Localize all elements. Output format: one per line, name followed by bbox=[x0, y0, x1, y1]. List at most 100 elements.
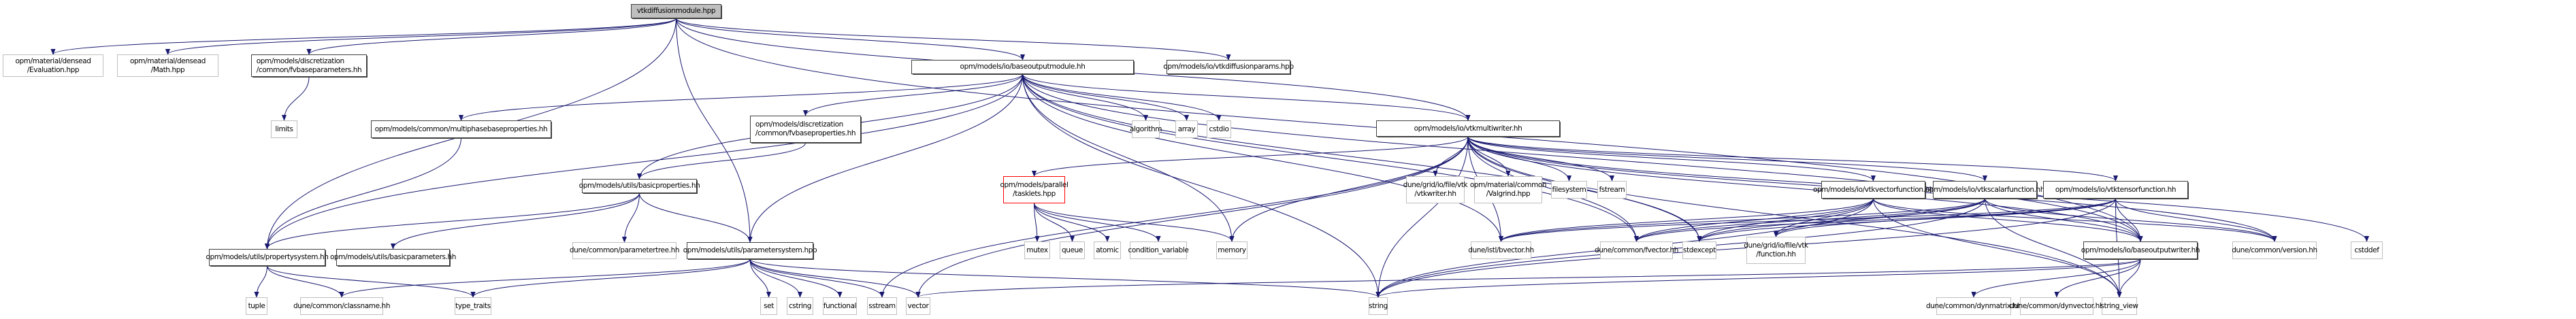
edge-baseoutputwriter-to-vector bbox=[915, 258, 2141, 298]
node-parametersystem[interactable]: opm/models/utils/parametersystem.hpp bbox=[683, 242, 817, 260]
edge-root-to-parametersystem bbox=[676, 18, 753, 243]
edge-vtkmultiwriter-to-sstream bbox=[879, 136, 1469, 298]
node-fvbaseproperties[interactable]: opm/models/discretization /common/fvbase… bbox=[750, 116, 862, 144]
edge-parametersystem-to-vector bbox=[749, 258, 921, 298]
edge-vtkscalar-to-version bbox=[1985, 198, 2277, 242]
node-baseoutputwriter[interactable]: opm/models/io/baseoutputwriter.hh bbox=[2081, 241, 2200, 260]
node-vtkwriter[interactable]: dune/grid/io/file/vtk /vtkwriter.hh bbox=[1403, 176, 1468, 203]
node-fstream[interactable]: fstream bbox=[1597, 181, 1627, 199]
edge-baseoutputmodule-to-fvector bbox=[1022, 73, 1640, 242]
edge-root-to-evaluation bbox=[50, 18, 676, 55]
node-mutex[interactable]: mutex bbox=[1024, 241, 1050, 259]
node-vtktensorfunction[interactable]: opm/models/io/vtktensorfunction.hh bbox=[2043, 181, 2189, 199]
edge-basicproperties-to-propertysystem bbox=[265, 192, 640, 250]
node-dynvector[interactable]: dune/common/dynvector.hh bbox=[2010, 297, 2104, 315]
node-memory[interactable]: memory bbox=[1216, 241, 1248, 259]
node-queue[interactable]: queue bbox=[1060, 241, 1085, 259]
node-dynmatrix[interactable]: dune/common/dynmatrix.hh bbox=[1926, 297, 2021, 315]
node-vector[interactable]: vector bbox=[906, 297, 930, 315]
edge-baseoutputmodule-to-algorithm bbox=[1022, 73, 1149, 121]
node-stdexcept[interactable]: stdexcept bbox=[1682, 241, 1716, 259]
edge-tasklets-to-memory bbox=[1034, 203, 1235, 242]
node-parametertree[interactable]: dune/common/parametertree.hh bbox=[570, 242, 680, 259]
edge-fvbaseprops-to-basicproperties bbox=[636, 142, 806, 180]
node-fvbaseparameters[interactable]: opm/models/discretization /common/fvbase… bbox=[251, 54, 368, 78]
node-set[interactable]: set bbox=[760, 297, 777, 315]
edge-baseoutputwriter-to-dynvector bbox=[2054, 258, 2141, 298]
node-propertysystem[interactable]: opm/models/utils/propertysystem.hh bbox=[206, 249, 329, 267]
node-vtkdiffusionmodule[interactable]: vtkdiffusionmodule.hpp bbox=[631, 4, 722, 19]
node-valgrind[interactable]: opm/material/common /Valgrind.hpp bbox=[1470, 176, 1547, 203]
node-condition-variable[interactable]: condition_variable bbox=[1128, 241, 1189, 259]
node-functional[interactable]: functional bbox=[823, 297, 857, 315]
edge-vtkmultiwriter-to-vtkscalar bbox=[1467, 136, 1987, 182]
edge-parametersystem-to-typetraits bbox=[470, 258, 751, 298]
edge-layer bbox=[50, 18, 2369, 298]
edge-baseoutputmodule-to-array bbox=[1022, 73, 1190, 121]
edge-vtkmultiwriter-to-stringview bbox=[1467, 136, 2122, 298]
edge-baseoutputmodule-to-memory bbox=[1022, 73, 1235, 242]
node-cstring[interactable]: cstring bbox=[787, 297, 813, 315]
node-tuple[interactable]: tuple bbox=[246, 297, 267, 315]
edge-parametersystem-to-sstream bbox=[749, 258, 885, 298]
edge-baseoutputmodule-to-stdexcept bbox=[1022, 73, 1702, 242]
node-vtkscalarfunction[interactable]: opm/models/io/vtkscalarfunction.hh bbox=[1925, 181, 2044, 199]
edge-basicproperties-to-parametertree bbox=[621, 192, 640, 243]
edge-parametersystem-to-cstring bbox=[749, 258, 803, 298]
edge-vtkmultiwriter-to-string bbox=[1375, 136, 1469, 298]
node-evaluation-hpp[interactable]: opm/material/densead /Evaluation.hpp bbox=[3, 54, 103, 77]
node-basicproperties[interactable]: opm/models/utils/basicproperties.hh bbox=[579, 179, 700, 194]
node-limits[interactable]: limits bbox=[271, 120, 297, 138]
node-baseoutputmodule[interactable]: opm/models/io/baseoutputmodule.hh bbox=[911, 60, 1135, 75]
edge-tasklets-to-atomic bbox=[1034, 203, 1110, 242]
edge-basicproperties-to-parametersystem bbox=[639, 192, 753, 243]
edge-vtkmultiwriter-to-vtktensor bbox=[1467, 136, 2118, 182]
node-sstream[interactable]: sstream bbox=[867, 297, 897, 315]
node-vtkdiffusionparams[interactable]: opm/models/io/vtkdiffusionparams.hpp bbox=[1163, 60, 1294, 75]
node-multiphasebaseproperties[interactable]: opm/models/common/multiphasebaseproperti… bbox=[371, 120, 552, 139]
edge-vtkscalar-to-baseoutputwriter bbox=[1985, 198, 2143, 242]
edge-baseoutputmodule-to-multiphase bbox=[459, 73, 1023, 121]
edge-vtktensor-to-baseoutputwriter bbox=[2115, 198, 2143, 242]
node-algorithm[interactable]: algorithm bbox=[1130, 120, 1162, 138]
edge-baseoutputmodule-to-vtkmultiwriter bbox=[1022, 73, 1471, 121]
node-array[interactable]: array bbox=[1175, 120, 1198, 138]
node-math-hpp[interactable]: opm/material/densead /Math.hpp bbox=[117, 54, 218, 77]
edge-baseoutputmodule-to-propertysystem bbox=[264, 73, 1023, 250]
edge-baseoutputwriter-to-stringview bbox=[2117, 258, 2141, 298]
node-type-traits[interactable]: type_traits bbox=[455, 297, 491, 315]
edge-vtktensor-to-bvector bbox=[1499, 198, 2116, 242]
edge-vtkscalar-to-bvector bbox=[1499, 198, 1985, 242]
node-fvector[interactable]: dune/common/fvector.hh bbox=[1595, 241, 1678, 259]
edge-propertysystem-to-typetraits bbox=[267, 265, 476, 298]
edge-vtkmultiwriter-to-tasklets bbox=[1032, 136, 1469, 177]
node-cstddef[interactable]: cstddef bbox=[2351, 241, 2383, 259]
edge-basicproperties-to-basicparameters bbox=[390, 192, 640, 250]
node-filesystem[interactable]: filesystem bbox=[1551, 181, 1587, 199]
edge-parametersystem-to-set bbox=[749, 258, 772, 298]
node-version[interactable]: dune/common/version.hh bbox=[2232, 241, 2317, 259]
edge-baseoutputmodule-to-parametersystem bbox=[747, 73, 1023, 243]
node-string[interactable]: string bbox=[1369, 297, 1388, 315]
node-vtkmultiwriter[interactable]: opm/models/io/vtkmultiwriter.hh bbox=[1376, 120, 1561, 137]
node-cstdio[interactable]: cstdio bbox=[1207, 120, 1231, 138]
node-basicparameters[interactable]: opm/models/utils/basicparameters.hh bbox=[330, 249, 456, 267]
edge-vtktensor-to-version bbox=[2115, 198, 2277, 242]
edge-vtkvector-to-version bbox=[1873, 198, 2277, 242]
edge-vtkvector-to-bvector bbox=[1499, 198, 1874, 242]
edge-baseoutputwriter-to-dynmatrix bbox=[1971, 258, 2141, 298]
node-atomic[interactable]: atomic bbox=[1094, 241, 1121, 259]
edge-tasklets-to-condvar bbox=[1034, 203, 1161, 242]
node-classname[interactable]: dune/common/classname.hh bbox=[293, 297, 390, 315]
edge-vtkvector-to-stdexcept bbox=[1697, 198, 1874, 242]
edge-baseoutputmodule-to-cstdio bbox=[1022, 73, 1222, 121]
node-vtkfunction[interactable]: dune/grid/io/file/vtk /function.hh bbox=[1744, 237, 1808, 264]
node-tasklets[interactable]: opm/models/parallel /tasklets.hpp bbox=[1000, 176, 1069, 203]
edge-fvbaseparams-to-limits bbox=[281, 76, 310, 121]
node-string-view[interactable]: string_view bbox=[2100, 297, 2138, 315]
edge-vtkmultiwriter-to-vector bbox=[915, 136, 1469, 298]
node-vtkvectorfunction[interactable]: opm/models/io/vtkvectorfunction.hh bbox=[1813, 181, 1934, 199]
node-bvector[interactable]: dune/istl/bvector.hh bbox=[1468, 241, 1534, 259]
edge-tasklets-to-mutex bbox=[1034, 203, 1040, 242]
